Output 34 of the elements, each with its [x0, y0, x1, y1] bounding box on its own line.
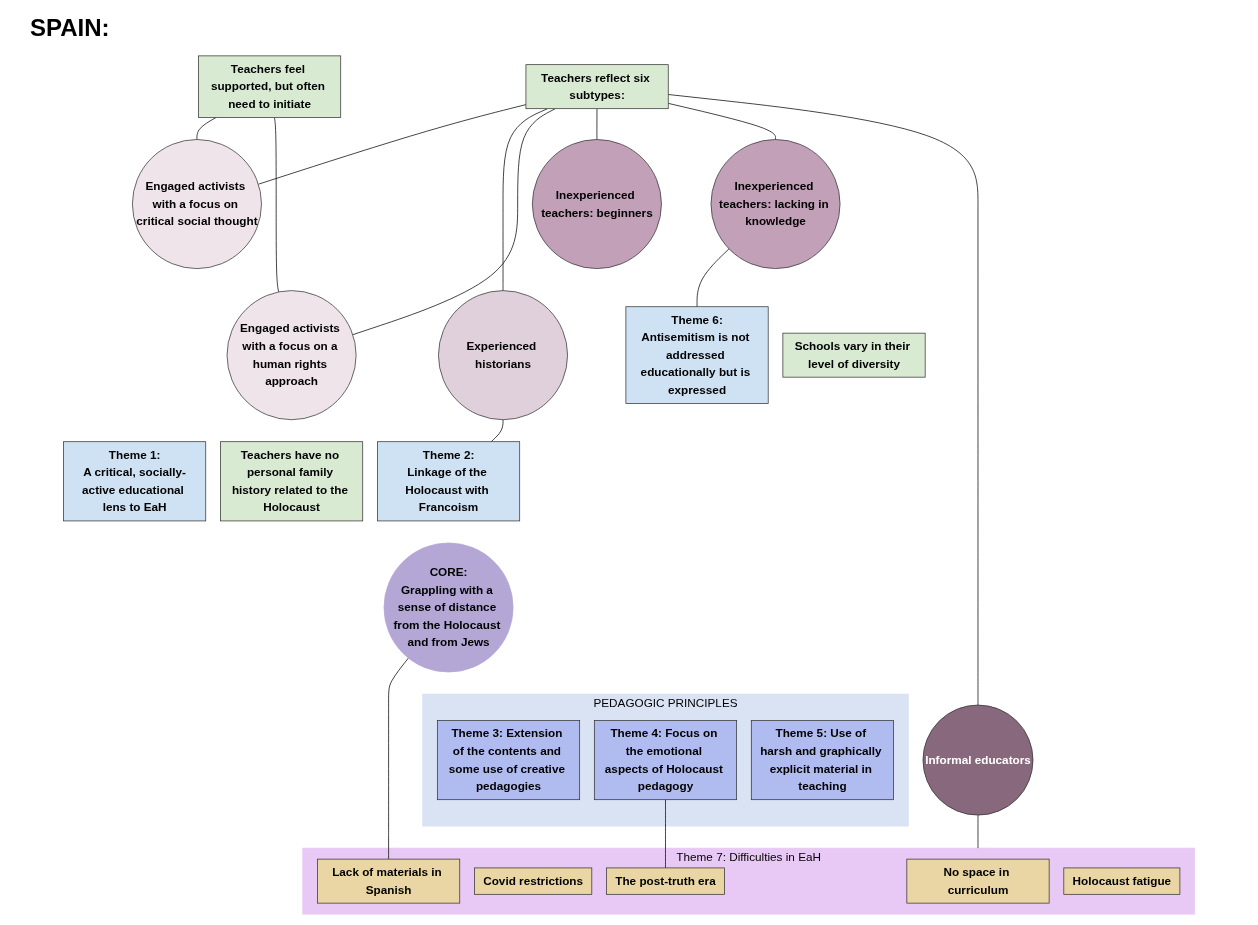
node-circle: CORE: Grappling with a sense of distance from the Holocaust and from Jews	[383, 542, 514, 673]
node-circle: Informal educators	[922, 704, 1034, 816]
connector	[388, 657, 409, 860]
node-box: Theme 1: A critical, socially-active educational lens to EaH	[63, 441, 207, 522]
connector	[667, 94, 979, 706]
connector	[502, 108, 548, 291]
connector	[274, 117, 280, 293]
node-box: Teachers reflect six subtypes:	[525, 64, 669, 110]
node-box: Theme 2: Linkage of the Holocaust with Francoism	[377, 441, 521, 522]
connector	[667, 103, 776, 140]
connector	[665, 799, 666, 869]
connector	[352, 108, 556, 336]
node-box: Teachers have no personal family history related to the Holocaust	[220, 441, 364, 522]
node-circle: Inexperienced teachers: beginners	[532, 139, 662, 269]
node-box: Teachers feel supported, but often need to initiate	[198, 55, 342, 118]
node-box: The post-truth era	[606, 867, 725, 895]
node-box: Lack of materials in Spanish	[317, 858, 461, 904]
connector	[258, 104, 527, 185]
node-box: Theme 5: Use of harsh and graphically explicit material in teaching	[750, 720, 894, 801]
node-box: Theme 4: Focus on the emotional aspects of Holocaust pedagogy	[593, 720, 737, 801]
node-box: Schools vary in their level of diversity	[782, 332, 926, 378]
node-box: No space in curriculum	[906, 858, 1050, 904]
connector	[490, 419, 504, 443]
node-box: Theme 6: Antisemitism is not addressed educationally but is expressed	[625, 306, 769, 404]
connector	[696, 248, 730, 308]
diagram-title: SPAIN:	[30, 14, 110, 42]
node-box: Covid restrictions	[474, 867, 593, 895]
node-circle: Engaged activists with a focus on critical social thought	[132, 139, 262, 269]
node-box: Theme 3: Extension of the contents and some use of creative pedagogies	[437, 720, 581, 801]
node-circle: Experienced historians	[438, 290, 568, 421]
node-circle: Inexperienced teachers: lacking in knowledge	[710, 139, 841, 269]
connector	[196, 117, 217, 140]
node-box: Holocaust fatigue	[1063, 867, 1181, 895]
node-circle: Engaged activists with a focus on a human rights approach	[226, 290, 357, 421]
